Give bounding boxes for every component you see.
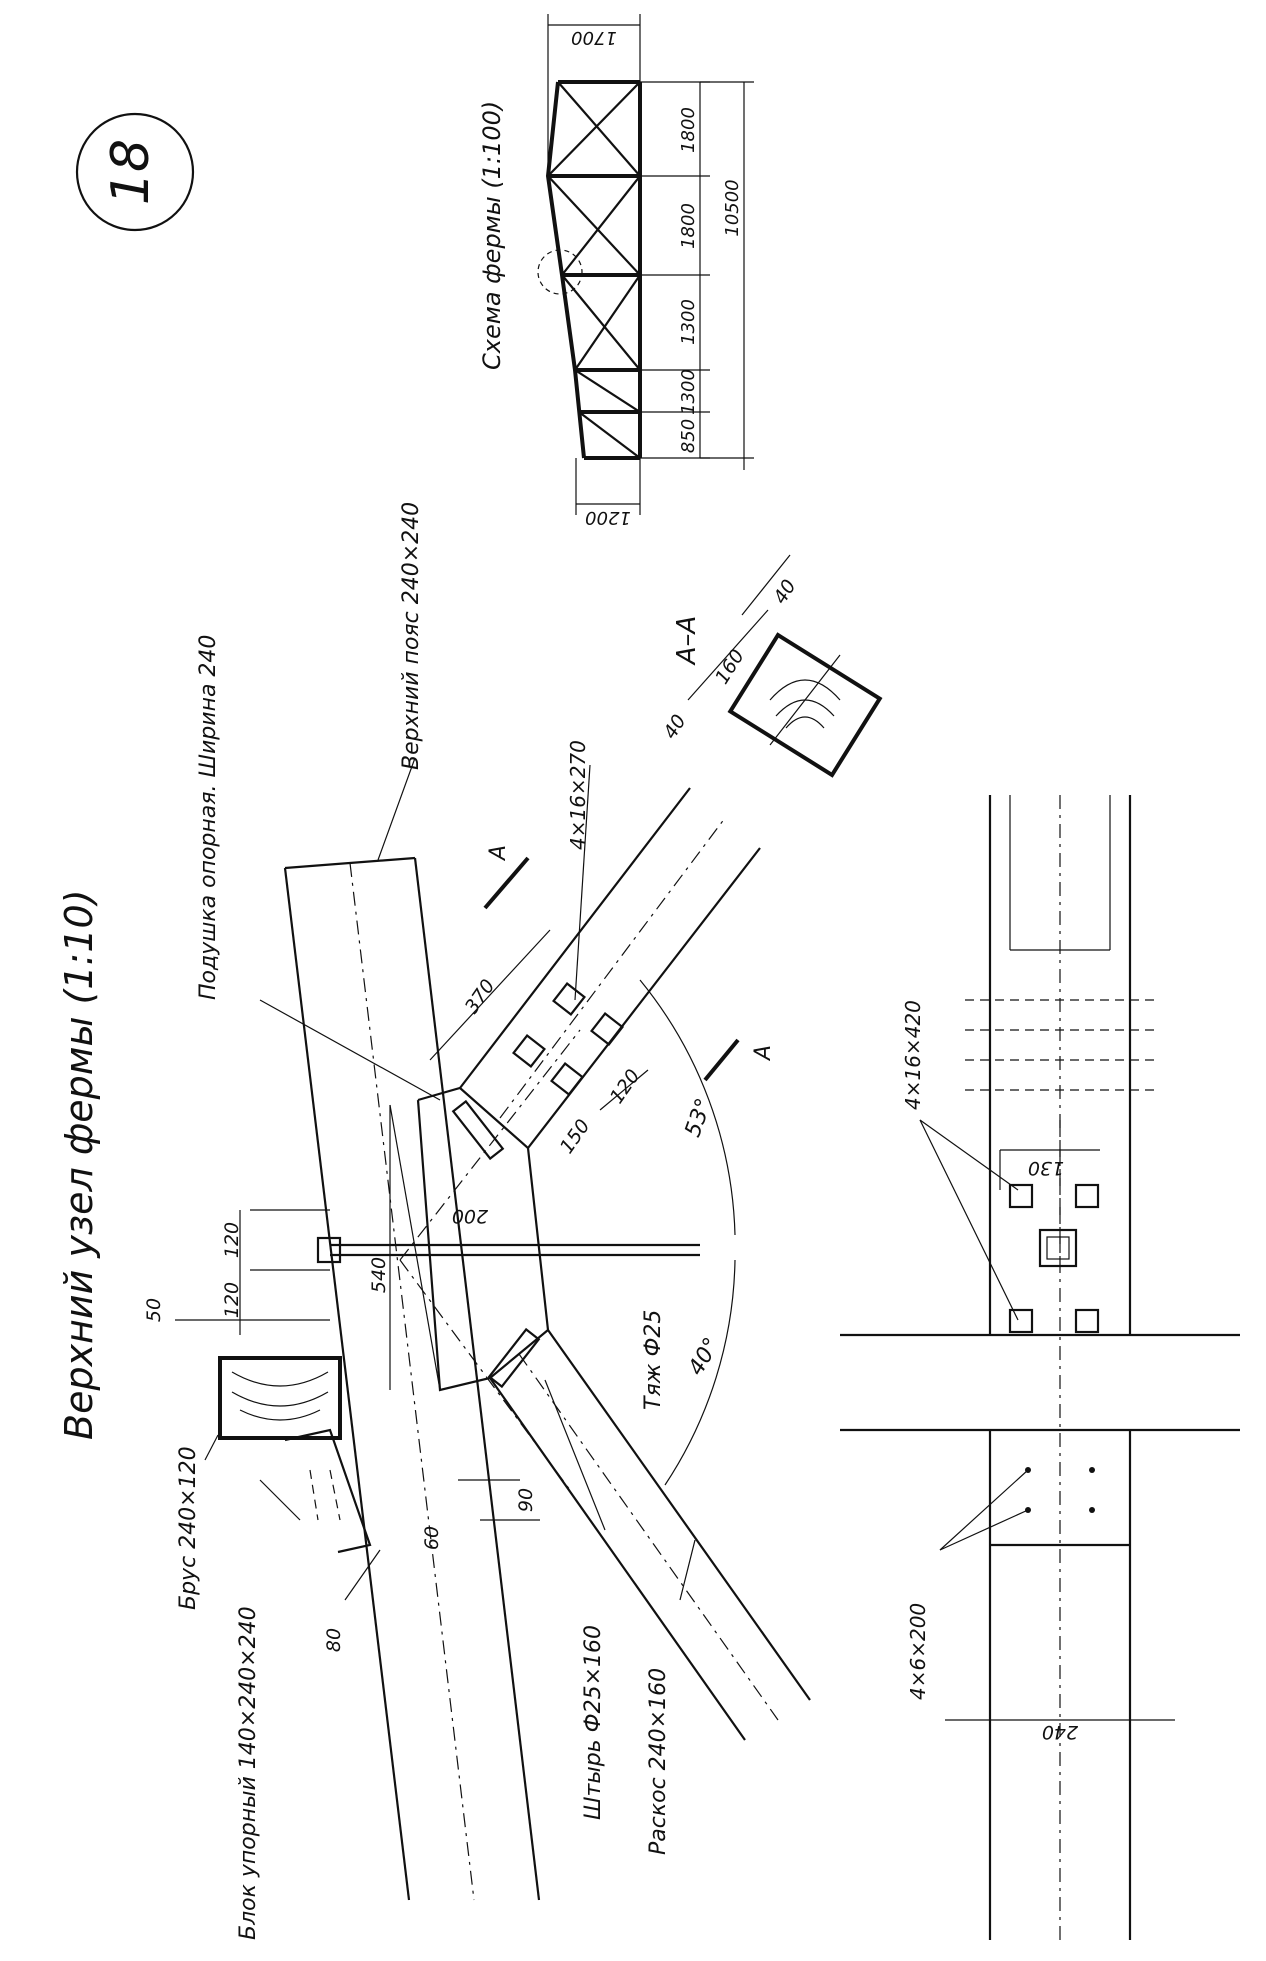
angle-40: 40° [684,1334,725,1380]
section-dim-160: 160 [711,646,749,688]
section-dim-40-b: 40 [769,576,800,608]
dim-120-brace: 120 [606,1065,645,1107]
dim-60: 60 [421,1526,443,1550]
label-stop-block: Блок упорный 140×240×240 [236,1606,261,1940]
section-cut-upper-label: А [486,845,511,862]
label-beam: Брус 240×120 [176,1446,201,1610]
plan-view-lines [840,795,1240,1940]
scheme-dim-1: 1800 [678,107,699,153]
label-pin: Штырь Ф25×160 [581,1625,606,1820]
support-pad [389,1086,550,1392]
label-bolts-plan: 4×16×420 [901,1000,925,1110]
label-rod: Тяж Ф25 [641,1310,666,1410]
section-title: А–А [672,616,702,667]
brace-upper [459,787,761,1149]
dim-50: 50 [143,1298,165,1322]
scheme-dim-bottom: 1200 [585,507,631,528]
scheme-dim-4: 1300 [678,369,699,415]
section-cut-lower-label: А [751,1045,776,1062]
dim-120-b: 120 [221,1282,243,1318]
page-title: Верхний узел фермы (1:10) [57,889,101,1440]
label-brace: Раскос 240×160 [646,1668,671,1855]
sheet-number-text: 18 [101,139,161,205]
stop-block [284,1428,372,1554]
label-bolts-top: 4×16×270 [566,740,590,850]
dim-150: 150 [556,1115,595,1157]
section-cut-upper: А [483,845,530,910]
plan-view: 4×16×420 4×6×200 130 240 [840,795,1240,1940]
plan-dim-240: 240 [1042,1721,1078,1743]
truss-scheme: Схема фермы (1:100) 1700 1800 1800 1300 … [478,14,754,528]
dim-540: 540 [368,1257,390,1293]
node-drawing: А А [175,757,811,1901]
dim-120-a: 120 [221,1222,243,1258]
sheet-number-circle [75,112,195,232]
label-pad: Подушка опорная. Ширина 240 [196,635,221,1000]
dim-80: 80 [323,1628,345,1652]
brace-lower [489,1329,811,1741]
leaders [204,757,696,1601]
dim-370: 370 [461,975,500,1017]
scheme-dim-top: 1700 [571,27,617,48]
sheet-number: 18 [75,112,195,232]
scheme-dim-5: 850 [678,419,699,453]
tie-rod [316,1236,700,1264]
section-a-a: А–А 40 160 40 [659,554,883,778]
scheme-dim-3: 1300 [678,299,699,345]
section-cut-lower: А [703,1038,776,1082]
plan-dim-130: 130 [1028,1157,1064,1179]
label-top-chord: Верхний пояс 240×240 [399,502,424,770]
dim-200: 200 [452,1205,488,1227]
dim-90: 90 [515,1488,537,1512]
section-dim-40-a: 40 [659,711,690,743]
truss-scheme-lines [537,14,754,515]
dimension-lines [175,929,736,1601]
label-nails-plan: 4×6×200 [906,1603,930,1700]
angle-53: 53° [680,1095,717,1140]
pins [399,1029,581,1491]
beam-240x120 [218,1356,342,1440]
scheme-title: Схема фермы (1:100) [478,101,506,370]
scheme-dim-total: 10500 [722,179,743,236]
top-chord [283,856,541,1901]
scheme-dim-2: 1800 [678,203,699,249]
